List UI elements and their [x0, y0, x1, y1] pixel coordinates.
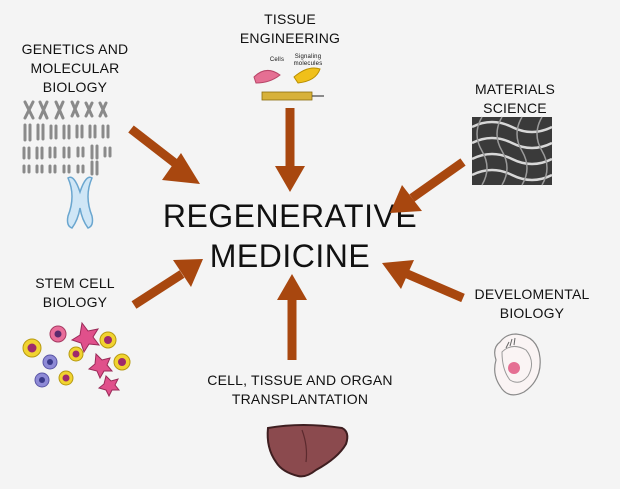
- arrow-genetics: [128, 125, 200, 184]
- arrow-stem-cell: [131, 259, 203, 309]
- label-signaling-molecules: Signaling molecules: [293, 54, 323, 67]
- chromosome-icon: [22, 100, 112, 229]
- arrow-developmental: [382, 260, 465, 303]
- label-cells: Cells: [269, 57, 285, 63]
- woven-material-icon: [471, 116, 553, 186]
- center-title-line2: MEDICINE: [209, 238, 371, 274]
- label-materials: MATERIALS SCIENCE: [474, 81, 556, 116]
- liver-icon: [266, 424, 349, 478]
- label-developmental: DEVELOMENTAL BIOLOGY: [474, 286, 590, 321]
- label-transplantation: CELL, TISSUE AND ORGAN TRANSPLANTATION: [207, 372, 393, 407]
- label-genetics: GENETICS AND MOLECULAR BIOLOGY: [21, 41, 129, 95]
- arrow-materials: [390, 158, 466, 213]
- label-stem-cell: STEM CELL BIOLOGY: [35, 275, 115, 310]
- embryo-icon: [494, 333, 541, 396]
- scaffold-icon: [253, 67, 324, 101]
- arrow-tissue-engineering: [275, 108, 305, 192]
- arrow-transplantation: [277, 274, 307, 360]
- stem-cells-icon: [22, 321, 131, 398]
- center-title: REGENERATIVE MEDICINE: [160, 196, 420, 276]
- label-tissue-engineering: TISSUE ENGINEERING: [239, 11, 341, 46]
- center-title-line1: REGENERATIVE: [162, 198, 418, 234]
